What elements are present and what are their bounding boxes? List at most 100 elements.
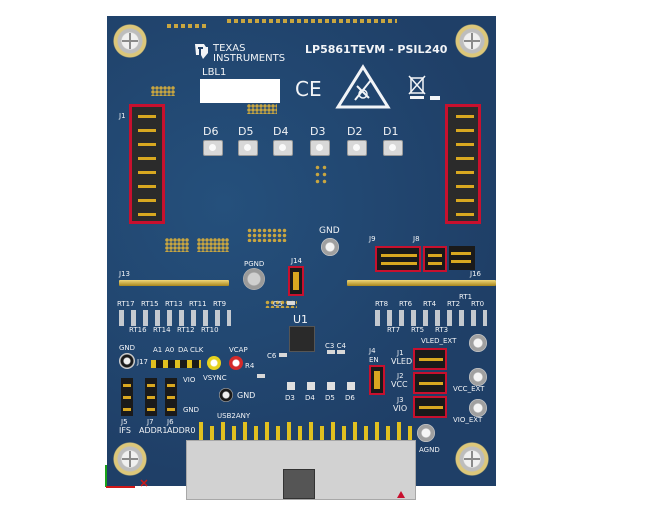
via-cluster-center (247, 228, 287, 242)
j16-label: J16 (470, 270, 481, 278)
brand-line1: TEXAS (213, 43, 246, 54)
rt1-label: RT1 (459, 293, 473, 301)
addr1-label: ADDR1 (139, 426, 168, 435)
led-d6-label: D6 (203, 125, 219, 138)
j7-label: J7 (147, 418, 154, 426)
rt9-label: RT9 (213, 300, 227, 308)
vcc-ext-testpoint[interactable] (469, 368, 487, 386)
vio-left-label: VIO (183, 376, 196, 384)
c4-capacitor (337, 350, 345, 354)
via-cluster-top-left (151, 86, 175, 96)
esd-warning-icon (335, 64, 391, 110)
a1-label: A1 (153, 346, 163, 354)
rt3-label: RT3 (435, 326, 449, 334)
pin1-marker-icon (397, 491, 405, 498)
r4-label: R4 (245, 362, 255, 370)
weee-bar (430, 96, 440, 100)
rt16-label: RT16 (129, 326, 147, 334)
connector-pin (386, 426, 390, 448)
addr0-label: ADDR0 (167, 426, 196, 435)
connector-pin (210, 426, 214, 448)
addr1-header[interactable] (145, 378, 157, 416)
connector-pin (243, 422, 247, 444)
connector-pin (232, 426, 236, 448)
c6-label: C6 (267, 352, 277, 360)
small-led-d4: D4 (305, 394, 315, 402)
right-led-header (445, 104, 481, 224)
ifs-label: IFS (119, 426, 131, 435)
connector-pin (408, 426, 412, 448)
j4-en-jumper[interactable] (369, 365, 385, 395)
vled-ext-testpoint[interactable] (469, 334, 487, 352)
j1-left-header (129, 104, 165, 224)
j8-header-ext (449, 246, 475, 270)
connector-pin (364, 426, 368, 448)
label-box (200, 79, 280, 103)
weee-bin-icon (407, 72, 427, 100)
j8-label: J8 (413, 235, 420, 243)
j9-jumper[interactable] (375, 246, 421, 272)
gnd-bottom-testpoint[interactable] (219, 388, 233, 402)
led-d3-label: D3 (310, 125, 326, 138)
j14-jumper[interactable] (288, 266, 304, 296)
connector-pin (221, 422, 225, 444)
j3-label: J3 (397, 396, 404, 404)
c6-capacitor (279, 353, 287, 357)
gnd-top-testpoint[interactable] (321, 238, 339, 256)
gnd-left-testpoint[interactable] (119, 353, 135, 369)
connector-pin (287, 422, 291, 444)
vcc-ext-label: VCC_EXT (453, 385, 485, 393)
rt7-label: RT7 (387, 326, 401, 334)
left-resistor-array (119, 310, 231, 326)
j8-jumper[interactable] (423, 246, 447, 272)
led-d2 (347, 140, 367, 156)
connector-pin (331, 422, 335, 444)
small-led-d3: D3 (285, 394, 295, 402)
j6-label: J6 (167, 418, 174, 426)
vio-ext-testpoint[interactable] (469, 399, 487, 417)
c3c4-label: C3 C4 (325, 342, 346, 350)
via-cluster-left (165, 238, 189, 252)
mounting-hole-top-left (113, 24, 147, 58)
mounting-hole-bottom-right (455, 442, 489, 476)
j1-vled-jumper[interactable] (413, 348, 447, 370)
c5-label: C5 (273, 300, 283, 308)
led-d4 (273, 140, 293, 156)
ifs-header[interactable] (121, 378, 133, 416)
rt10-label: RT10 (201, 326, 219, 334)
vcap-testpoint[interactable] (229, 356, 243, 370)
led-d6 (203, 140, 223, 156)
pgnd-testpoint[interactable] (243, 268, 265, 290)
rt2-label: RT2 (447, 300, 461, 308)
j2-vcc-jumper[interactable] (413, 372, 447, 394)
led-d5 (238, 140, 258, 156)
j2-label: J2 (397, 372, 404, 380)
ce-mark: CE (295, 77, 322, 101)
da-label: DA (178, 346, 189, 354)
pgnd-label: PGND (244, 260, 265, 268)
agnd-testpoint[interactable] (417, 424, 435, 442)
rt17-label: RT17 (117, 300, 135, 308)
via-cluster-mid (247, 104, 277, 114)
rt4-label: RT4 (423, 300, 437, 308)
addr0-header[interactable] (165, 378, 177, 416)
j17-header[interactable] (151, 360, 201, 368)
connector-pin (309, 422, 313, 444)
led-d4-label: D4 (273, 125, 289, 138)
r4-resistor (257, 374, 265, 378)
vsync-testpoint[interactable] (207, 356, 221, 370)
label-box-name: LBL1 (202, 67, 227, 78)
connector-pin (276, 426, 280, 448)
j3-vio-jumper[interactable] (413, 396, 447, 418)
gnd-top-label: GND (319, 226, 340, 236)
usb2any-connector[interactable] (186, 440, 416, 500)
usb2any-label: USB2ANY (217, 412, 251, 420)
en-label: EN (369, 356, 379, 364)
ti-logo-icon (192, 42, 210, 60)
connector-pin (397, 422, 401, 444)
gnd-left-label: GND (119, 344, 136, 352)
mounting-hole-bottom-left (113, 442, 147, 476)
connector-pin (375, 422, 379, 444)
rt15-label: RT15 (141, 300, 159, 308)
rt11-label: RT11 (189, 300, 207, 308)
